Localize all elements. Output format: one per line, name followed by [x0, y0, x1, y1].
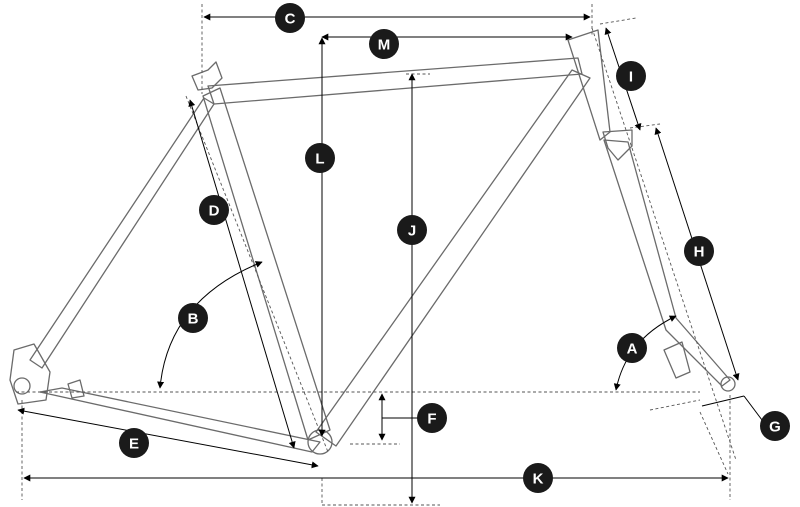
seat-clamp [191, 61, 223, 91]
dimension-arc-b [157, 261, 263, 389]
dimension-line-d [188, 99, 296, 449]
rear-axle [13, 377, 31, 395]
down-tube [315, 69, 591, 447]
marker-d: D [199, 195, 229, 225]
marker-b: B [178, 303, 208, 333]
marker-e: E [119, 428, 149, 458]
rear-dropout [9, 343, 51, 405]
marker-j: J [397, 215, 427, 245]
marker-h-label: H [694, 244, 705, 261]
marker-k: K [523, 463, 553, 493]
dimension-line-g [701, 395, 745, 407]
marker-a-label: A [627, 341, 638, 358]
seat-tube [202, 87, 331, 441]
marker-g-label: G [769, 419, 781, 436]
marker-k-label: K [533, 471, 544, 488]
marker-b-label: B [188, 311, 199, 328]
marker-g: G [760, 411, 790, 441]
head-tube [567, 29, 611, 141]
marker-h: H [684, 236, 714, 266]
marker-a: A [617, 333, 647, 363]
top-tube [207, 57, 583, 105]
marker-f: F [417, 403, 447, 433]
marker-d-label: D [209, 203, 220, 220]
bicycle-frame [9, 29, 736, 455]
marker-j-label: J [408, 223, 416, 240]
marker-i: I [616, 61, 646, 91]
marker-m: M [369, 29, 399, 59]
marker-m-label: M [378, 37, 391, 54]
marker-l-label: L [315, 151, 324, 168]
front-brake-mount [663, 341, 691, 379]
marker-l: L [305, 143, 335, 173]
marker-f-label: F [427, 411, 436, 428]
marker-c: C [275, 3, 305, 33]
marker-i-label: I [629, 69, 633, 86]
chain-stay [39, 387, 321, 453]
dimension-markers: C M I L D J H B [119, 3, 790, 493]
dimension-line-e [17, 407, 319, 469]
rear-brake-mount [67, 379, 85, 399]
marker-e-label: E [129, 436, 139, 453]
front-axle [720, 376, 736, 392]
marker-c-label: C [285, 11, 296, 28]
